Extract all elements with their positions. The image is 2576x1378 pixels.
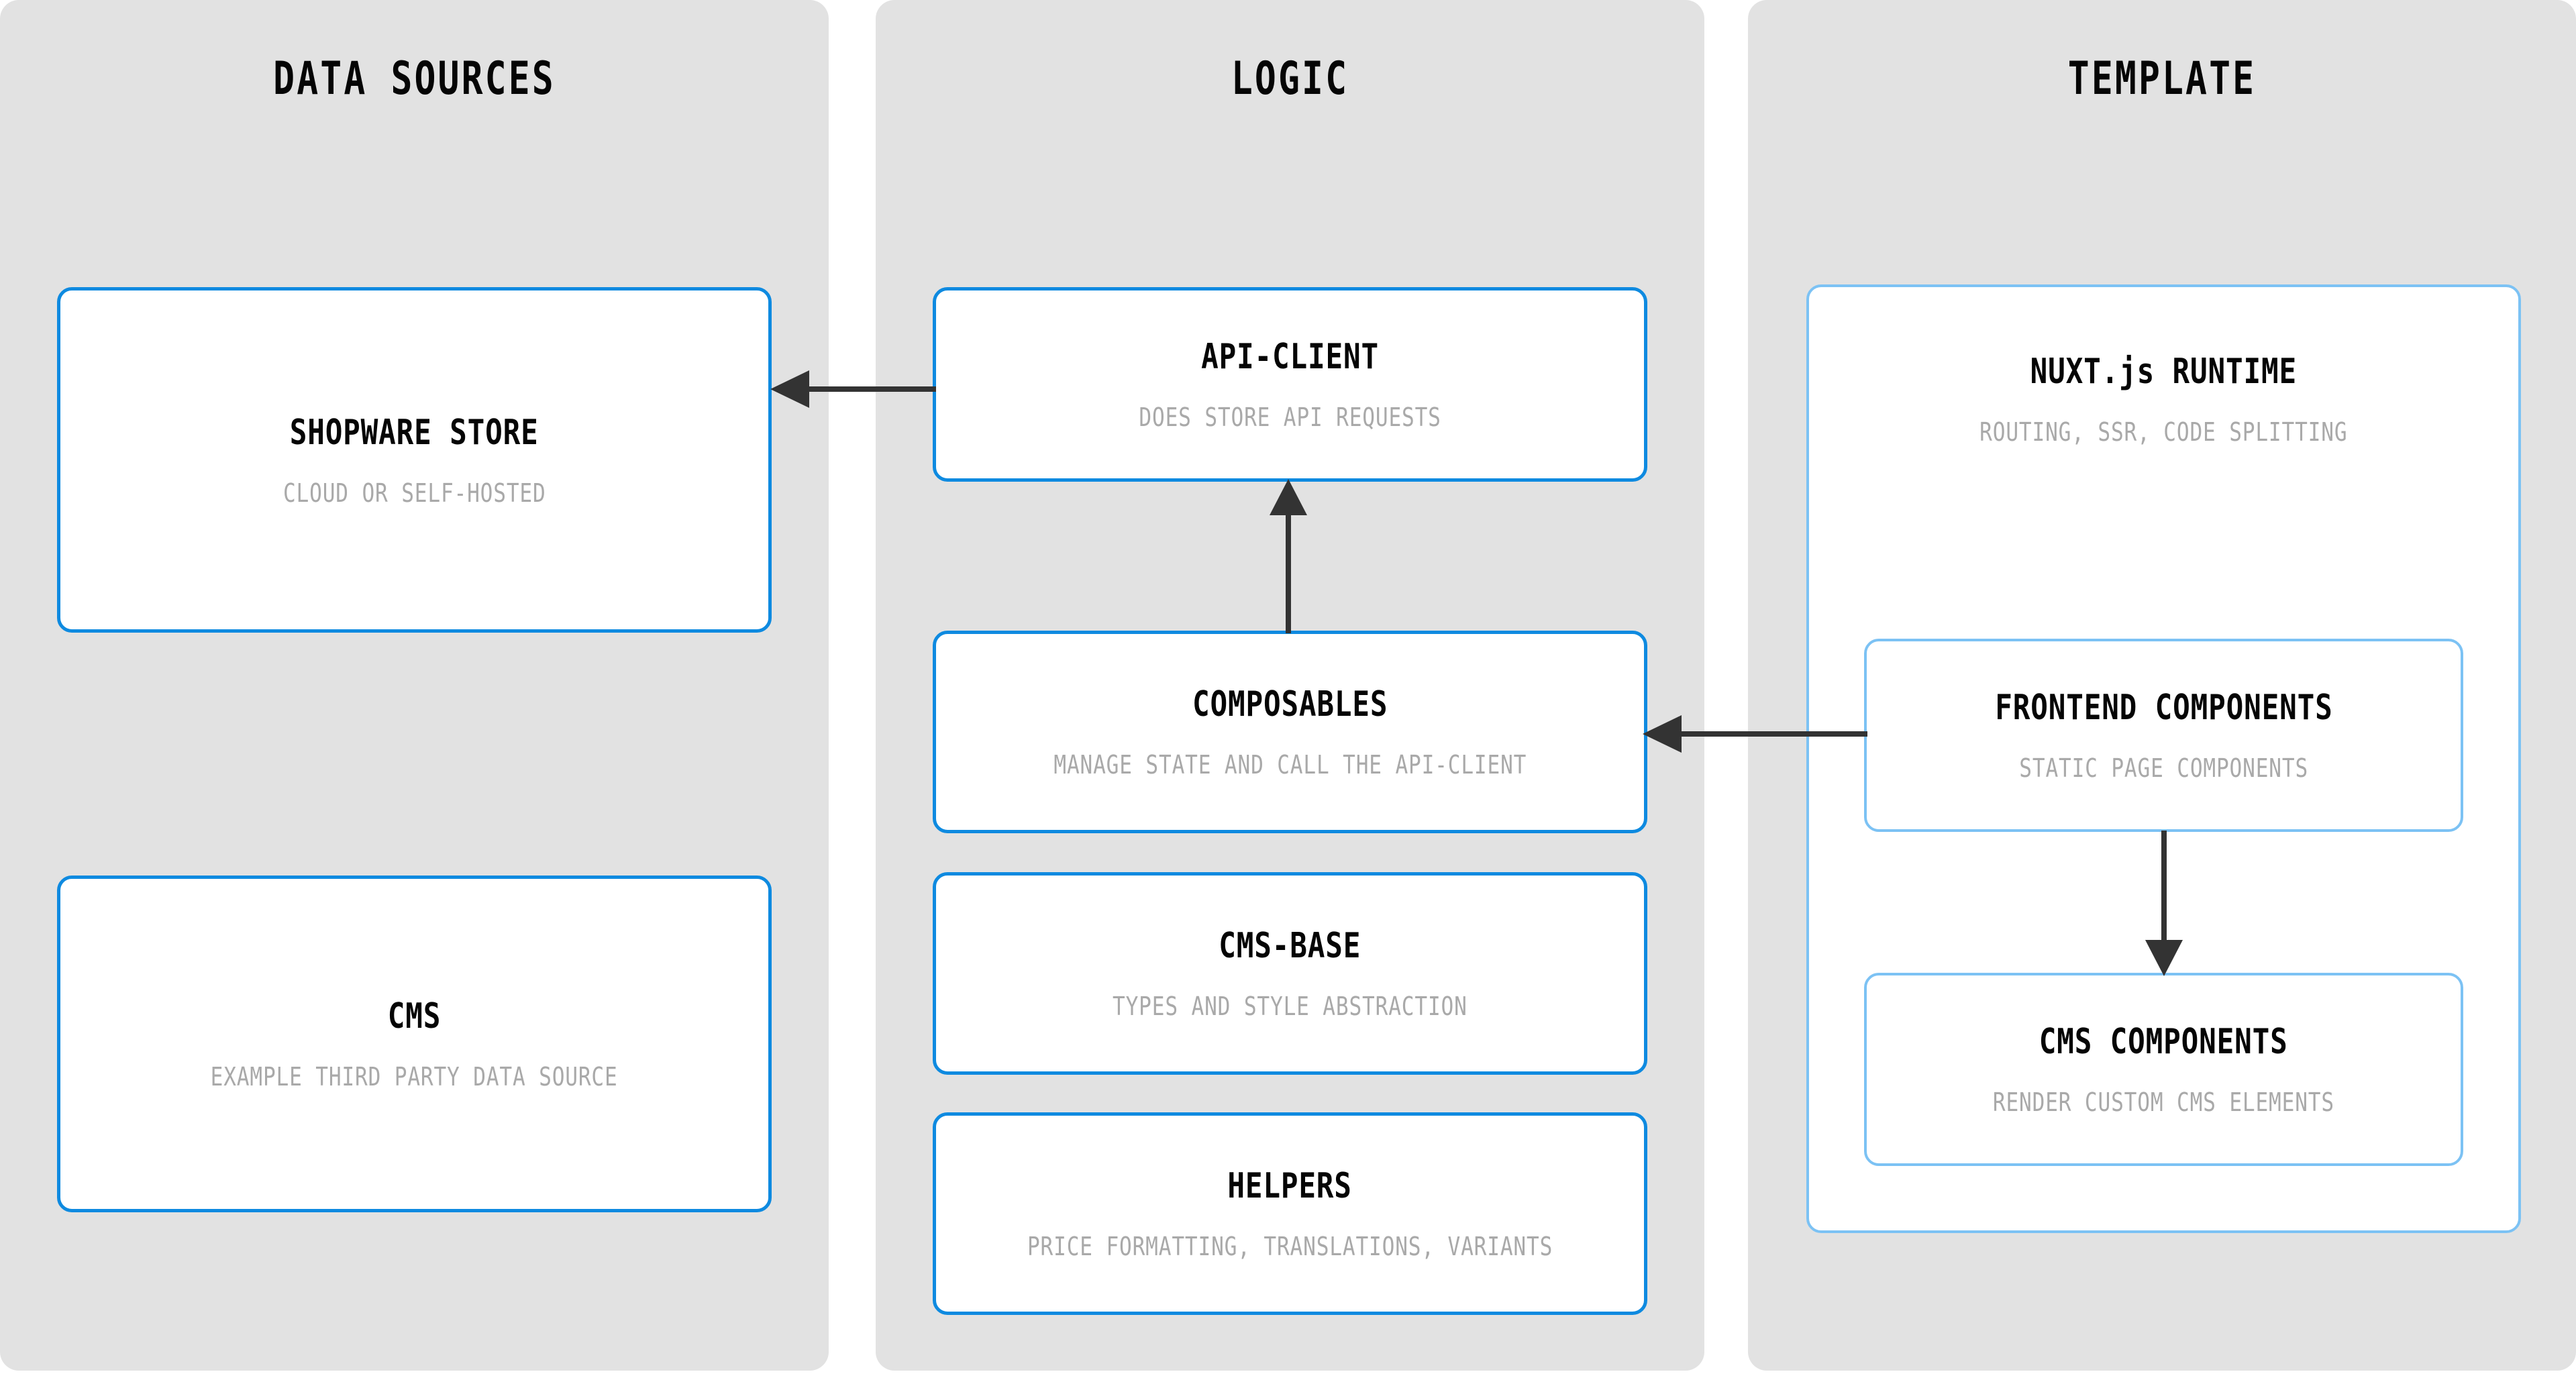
- arrow-composables-to-api-client: [1258, 474, 1319, 635]
- card-title-api-client: API-CLIENT: [1201, 337, 1379, 377]
- card-subtitle-api-client: DOES STORE API REQUESTS: [1139, 403, 1441, 432]
- card-title-helpers: HELPERS: [1227, 1166, 1353, 1206]
- column-title-data-sources: DATA SOURCES: [273, 52, 556, 105]
- card-subtitle-shopware-store: CLOUD OR SELF-HOSTED: [282, 478, 546, 508]
- card-title-cms-base: CMS-BASE: [1219, 926, 1361, 966]
- card-helpers[interactable]: HELPERS PRICE FORMATTING, TRANSLATIONS, …: [933, 1112, 1647, 1315]
- card-title-frontend-components: FRONTEND COMPONENTS: [1994, 688, 2333, 728]
- card-subtitle-cms-components: RENDER CUSTOM CMS ELEMENTS: [1992, 1088, 2335, 1117]
- card-subtitle-cms: EXAMPLE THIRD PARTY DATA SOURCE: [211, 1062, 618, 1092]
- card-title-cms-components: CMS COMPONENTS: [2039, 1022, 2288, 1062]
- card-api-client[interactable]: API-CLIENT DOES STORE API REQUESTS: [933, 287, 1647, 482]
- column-title-logic: LOGIC: [1231, 52, 1349, 105]
- card-title-composables: COMPOSABLES: [1192, 684, 1388, 725]
- arrow-frontend-components-to-composables: [1637, 707, 1869, 761]
- card-subtitle-composables: MANAGE STATE AND CALL THE API-CLIENT: [1053, 750, 1527, 780]
- card-shopware-store[interactable]: SHOPWARE STORE CLOUD OR SELF-HOSTED: [57, 287, 772, 633]
- arrow-api-client-to-shopware-store: [765, 362, 939, 416]
- card-subtitle-frontend-components: STATIC PAGE COMPONENTS: [2019, 753, 2308, 783]
- column-title-template: TEMPLATE: [2067, 52, 2257, 105]
- card-subtitle-nuxt-runtime: ROUTING, SSR, CODE SPLITTING: [1979, 417, 2348, 447]
- card-subtitle-cms-base: TYPES AND STYLE ABSTRACTION: [1113, 992, 1467, 1021]
- arrow-frontend-components-to-cms-components: [2134, 829, 2194, 980]
- card-cms[interactable]: CMS EXAMPLE THIRD PARTY DATA SOURCE: [57, 876, 772, 1212]
- card-title-cms: CMS: [387, 996, 442, 1037]
- card-title-nuxt-runtime: NUXT.js RUNTIME: [2030, 352, 2298, 392]
- card-title-shopware-store: SHOPWARE STORE: [290, 412, 539, 453]
- card-cms-components[interactable]: CMS COMPONENTS RENDER CUSTOM CMS ELEMENT…: [1864, 973, 2463, 1166]
- card-frontend-components[interactable]: FRONTEND COMPONENTS STATIC PAGE COMPONEN…: [1864, 639, 2463, 832]
- card-subtitle-helpers: PRICE FORMATTING, TRANSLATIONS, VARIANTS: [1027, 1232, 1553, 1261]
- card-cms-base[interactable]: CMS-BASE TYPES AND STYLE ABSTRACTION: [933, 872, 1647, 1075]
- card-composables[interactable]: COMPOSABLES MANAGE STATE AND CALL THE AP…: [933, 631, 1647, 833]
